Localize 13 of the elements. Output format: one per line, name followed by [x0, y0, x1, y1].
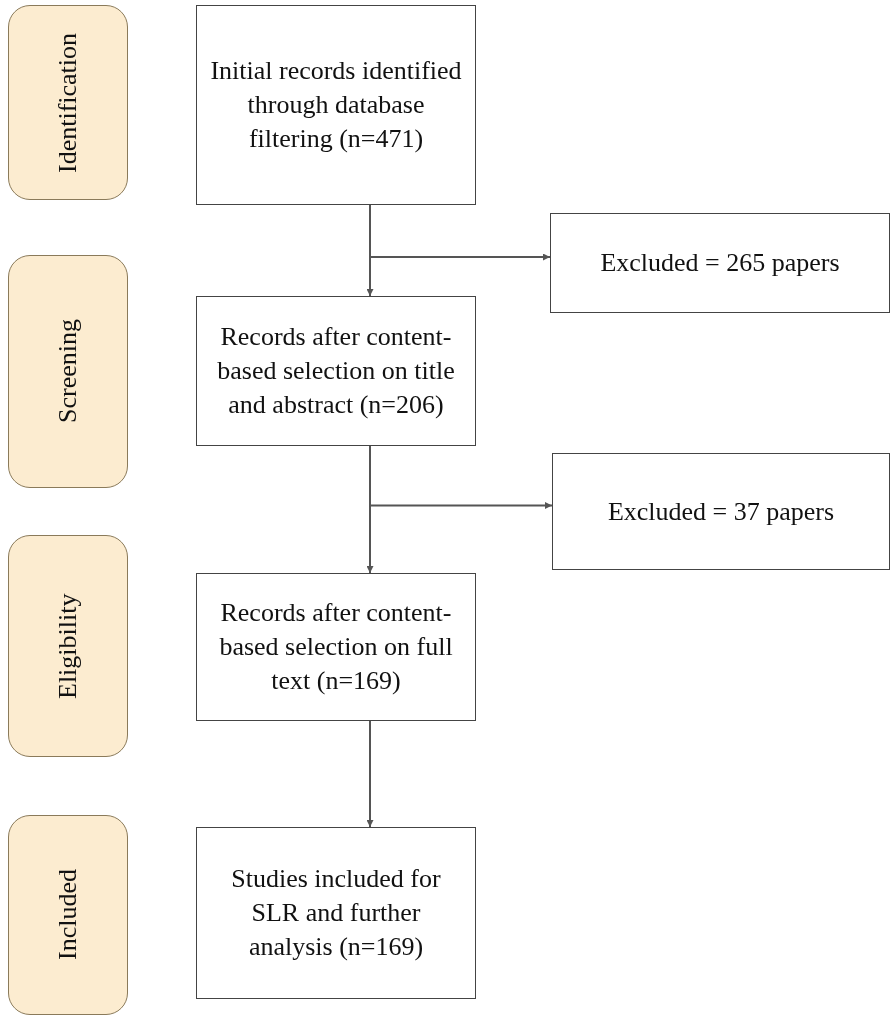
stage-label: Included: [8, 815, 128, 1015]
stage-label: Identification: [8, 5, 128, 200]
stage-label: Eligibility: [8, 535, 128, 757]
process-box: Studies included for SLR and further analysis (n=169): [196, 827, 476, 999]
arrow: [369, 204, 551, 261]
process-box: Records after content-based selection on title and abstract (n=206): [196, 296, 476, 446]
exclusion-box: Excluded = 265 papers: [550, 213, 890, 313]
process-box: Records after content-based selection on full text (n=169): [196, 573, 476, 721]
process-box: Initial records identified through database filtering (n=471): [196, 5, 476, 205]
arrow: [366, 720, 374, 828]
exclusion-box: Excluded = 37 papers: [552, 453, 890, 570]
stage-label: Screening: [8, 255, 128, 488]
arrow: [369, 445, 553, 509]
